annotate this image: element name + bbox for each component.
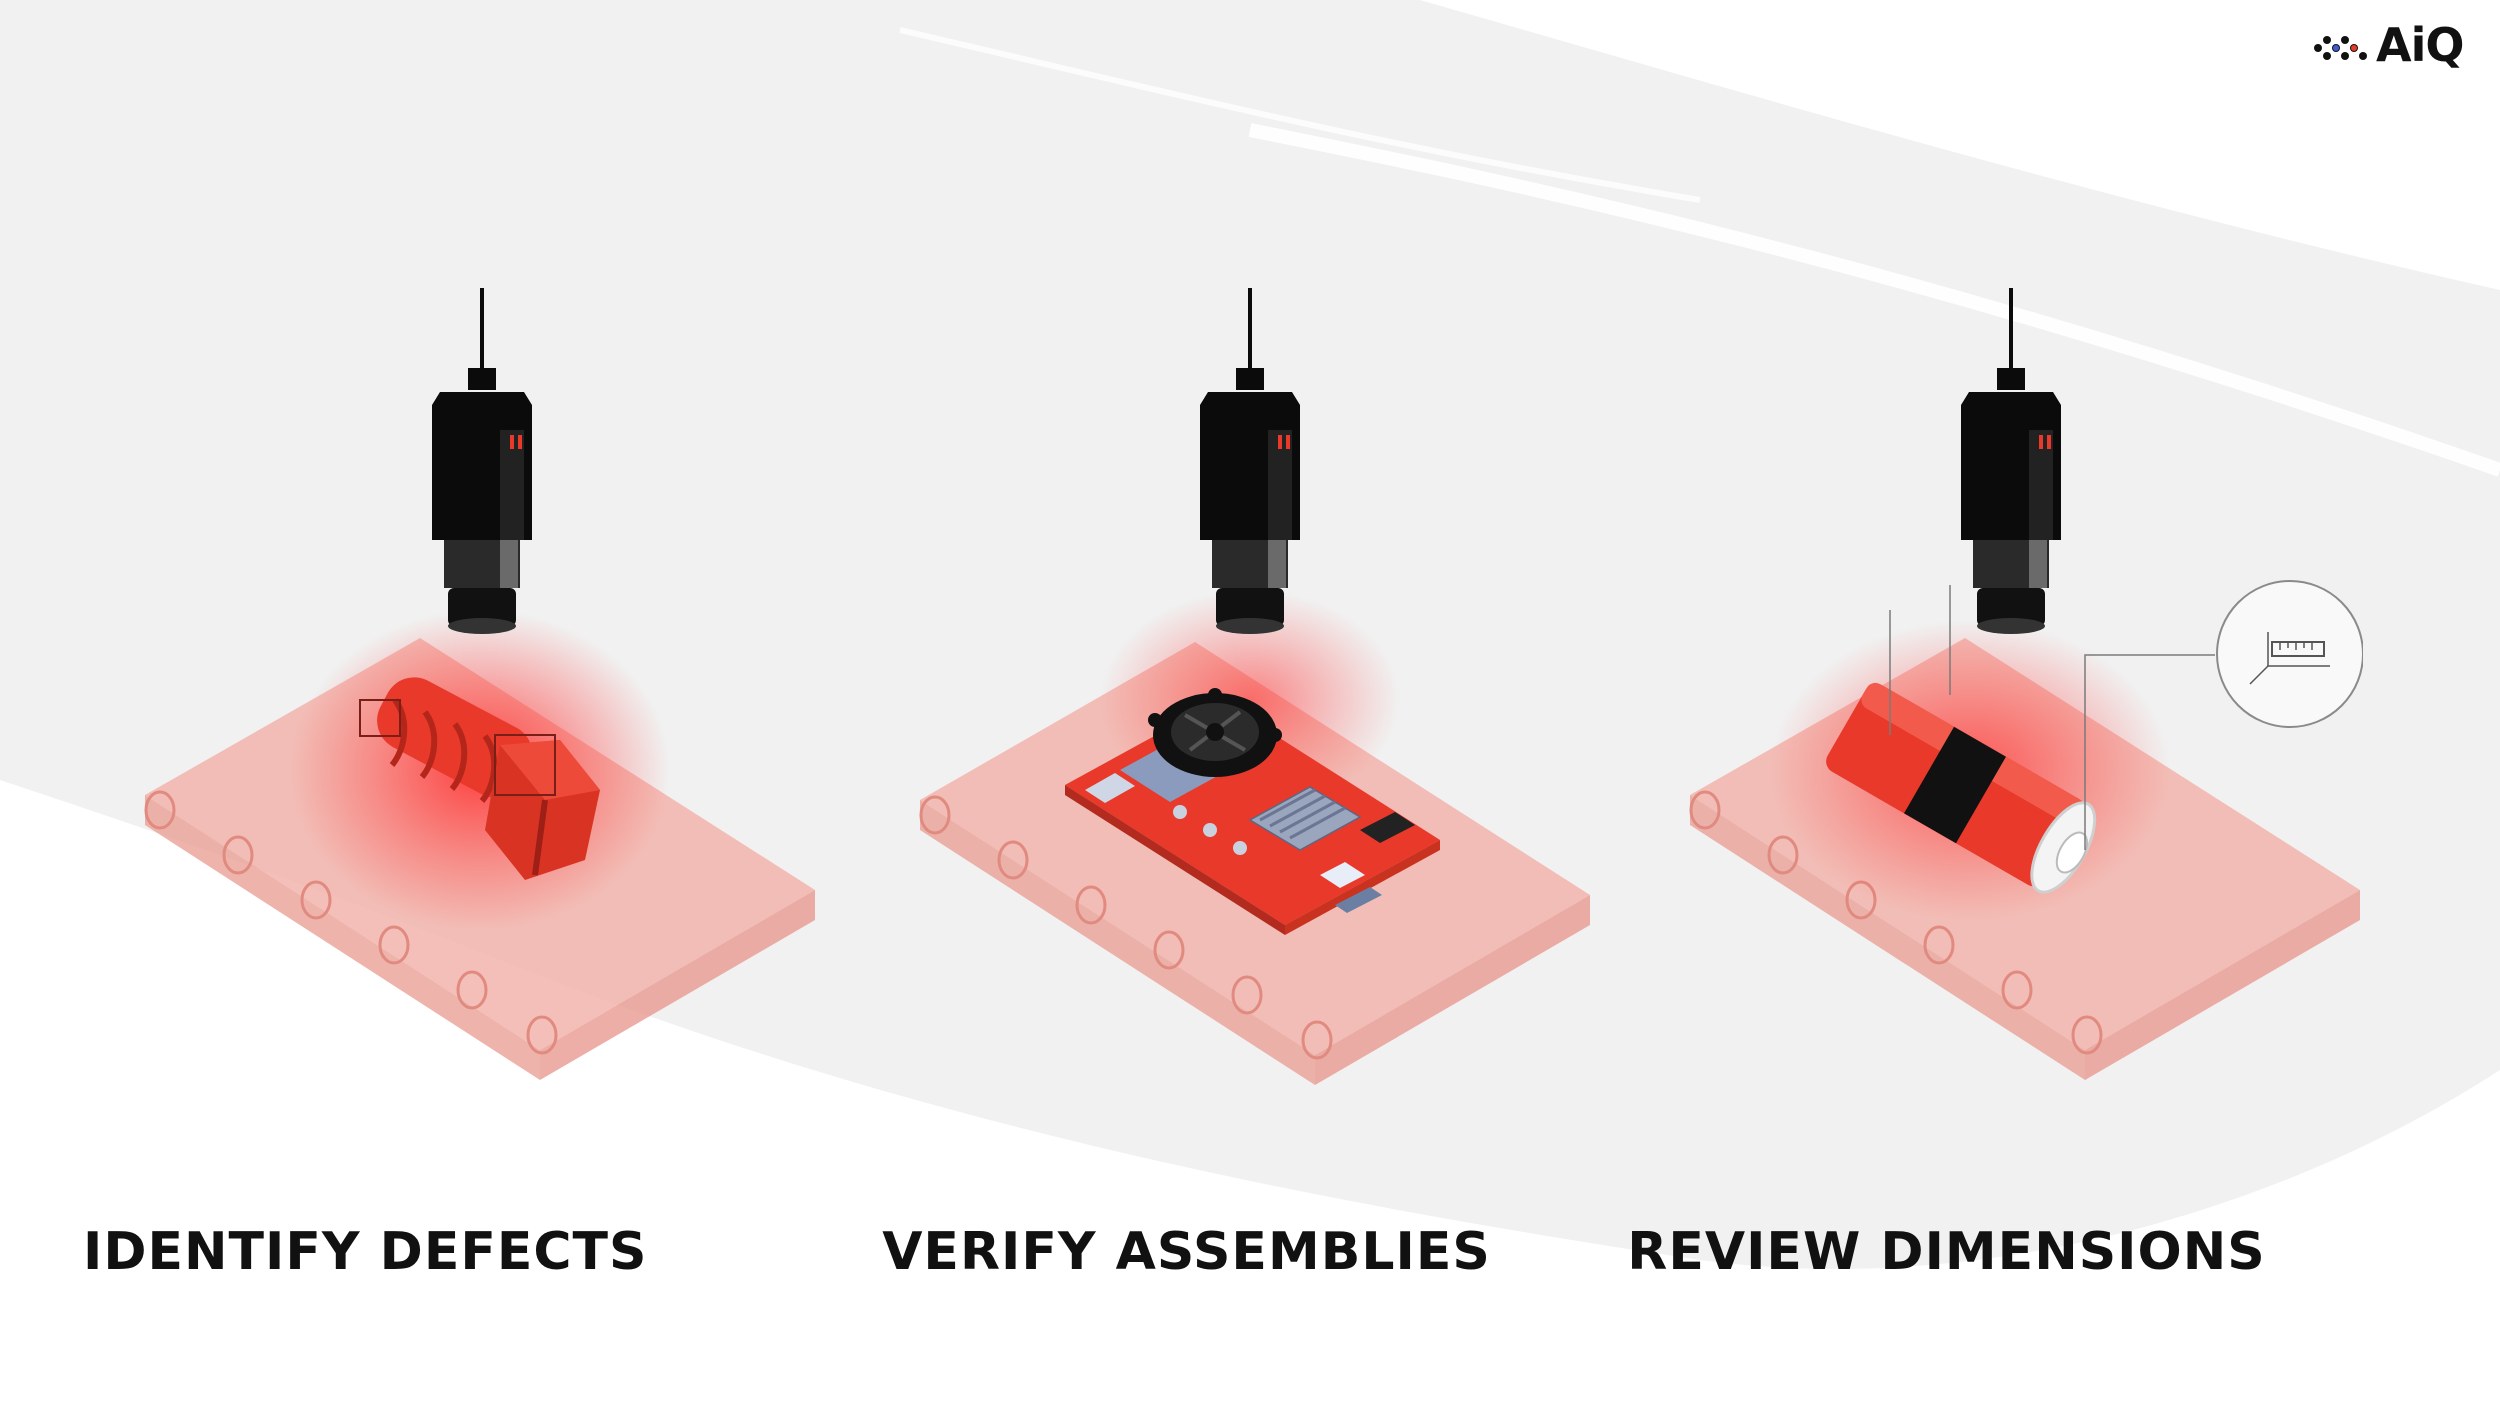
- panel-identify-defects: IDENTIFY DEFECTS: [0, 0, 833, 1406]
- panel-review-dimensions: REVIEW DIMENSIONS: [1530, 0, 2363, 1406]
- circuit-board-icon: [1065, 688, 1440, 935]
- dots-logo-icon: [2314, 36, 2367, 60]
- bolt-icon: [359, 677, 600, 880]
- caption-review-dimensions: REVIEW DIMENSIONS: [1627, 1222, 2266, 1282]
- ruler-icon: [2216, 580, 2363, 728]
- measurement-lines: [1889, 585, 2215, 850]
- camera-icon: [1961, 288, 2061, 634]
- panel-verify-assemblies: VERIFY ASSEMBLIES: [770, 0, 1603, 1406]
- caption-identify-defects: IDENTIFY DEFECTS: [83, 1222, 648, 1282]
- brand-name: AiQ: [2376, 18, 2464, 72]
- caption-verify-assemblies: VERIFY ASSEMBLIES: [882, 1222, 1491, 1282]
- camera-icon: [432, 288, 532, 634]
- camera-icon: [1200, 288, 1300, 634]
